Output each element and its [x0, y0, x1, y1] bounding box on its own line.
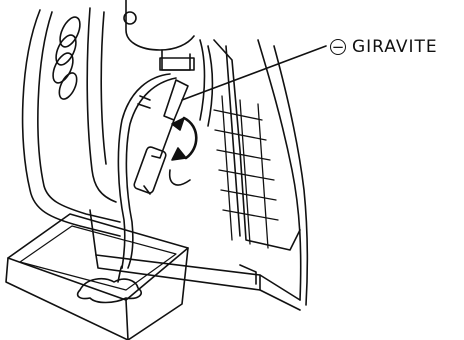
- minus-circle-icon: −: [330, 39, 346, 55]
- vent-slots: [49, 14, 84, 102]
- giravite-callout: − GIRAVITE: [330, 36, 438, 58]
- grid-panel: [214, 96, 278, 248]
- spilled-liquid: [78, 266, 142, 302]
- drain-hose: [118, 74, 176, 268]
- callout-label: GIRAVITE: [352, 37, 438, 57]
- rotation-arrow: [170, 118, 197, 185]
